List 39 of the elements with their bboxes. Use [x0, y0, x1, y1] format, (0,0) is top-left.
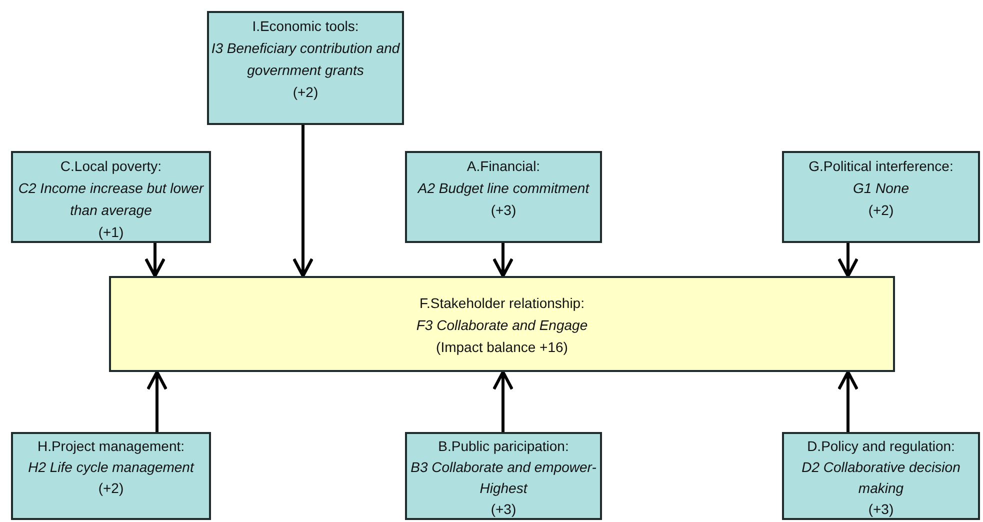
level-text: A2 Budget line commitment	[418, 179, 590, 198]
heading-text: D.Policy and regulation:	[807, 437, 955, 456]
factor-box	[207, 11, 404, 125]
factor-box	[405, 432, 602, 520]
arrow	[838, 243, 858, 278]
factor-box	[11, 151, 211, 243]
factor-box	[405, 151, 602, 243]
heading-text: F.Stakeholder relationship:	[420, 294, 584, 313]
level-text: C2 Income increase but lower than average	[17, 179, 205, 220]
arrow	[144, 243, 166, 278]
score-text: (+3)	[868, 500, 894, 519]
level-text: D2 Collaborative decision making	[800, 458, 962, 498]
heading-text: A.Financial:	[466, 157, 540, 176]
factor-box	[11, 432, 211, 520]
level-text: I3 Beneficiary contribution and government grants	[210, 39, 401, 80]
heading-text: G.Political interference:	[808, 157, 954, 176]
arrow	[492, 243, 514, 278]
score-text: (+3)	[490, 500, 516, 519]
score-text: (+2)	[292, 83, 318, 102]
score-text: (+1)	[98, 223, 124, 242]
level-text: H2 Life cycle management	[28, 458, 194, 477]
level-text: F3 Collaborate and Engage	[416, 316, 588, 335]
arrow	[146, 370, 168, 432]
score-text: (Impact balance +16)	[436, 338, 568, 357]
arrow	[838, 370, 858, 432]
central-box	[109, 276, 895, 372]
heading-text: B.Public paricipation:	[438, 437, 569, 456]
arrow	[292, 125, 314, 278]
score-text: (+2)	[868, 201, 894, 220]
level-text: G1 None	[852, 179, 910, 198]
score-text: (+3)	[490, 201, 516, 220]
score-text: (+2)	[98, 479, 124, 498]
arrow	[492, 370, 514, 432]
factor-box	[782, 151, 980, 243]
heading-text: I.Economic tools:	[252, 17, 359, 36]
level-text: B3 Collaborate and empower-Highest	[410, 458, 598, 498]
heading-text: H.Project management:	[37, 437, 185, 456]
heading-text: C.Local poverty:	[60, 157, 162, 176]
factor-box	[782, 432, 980, 520]
